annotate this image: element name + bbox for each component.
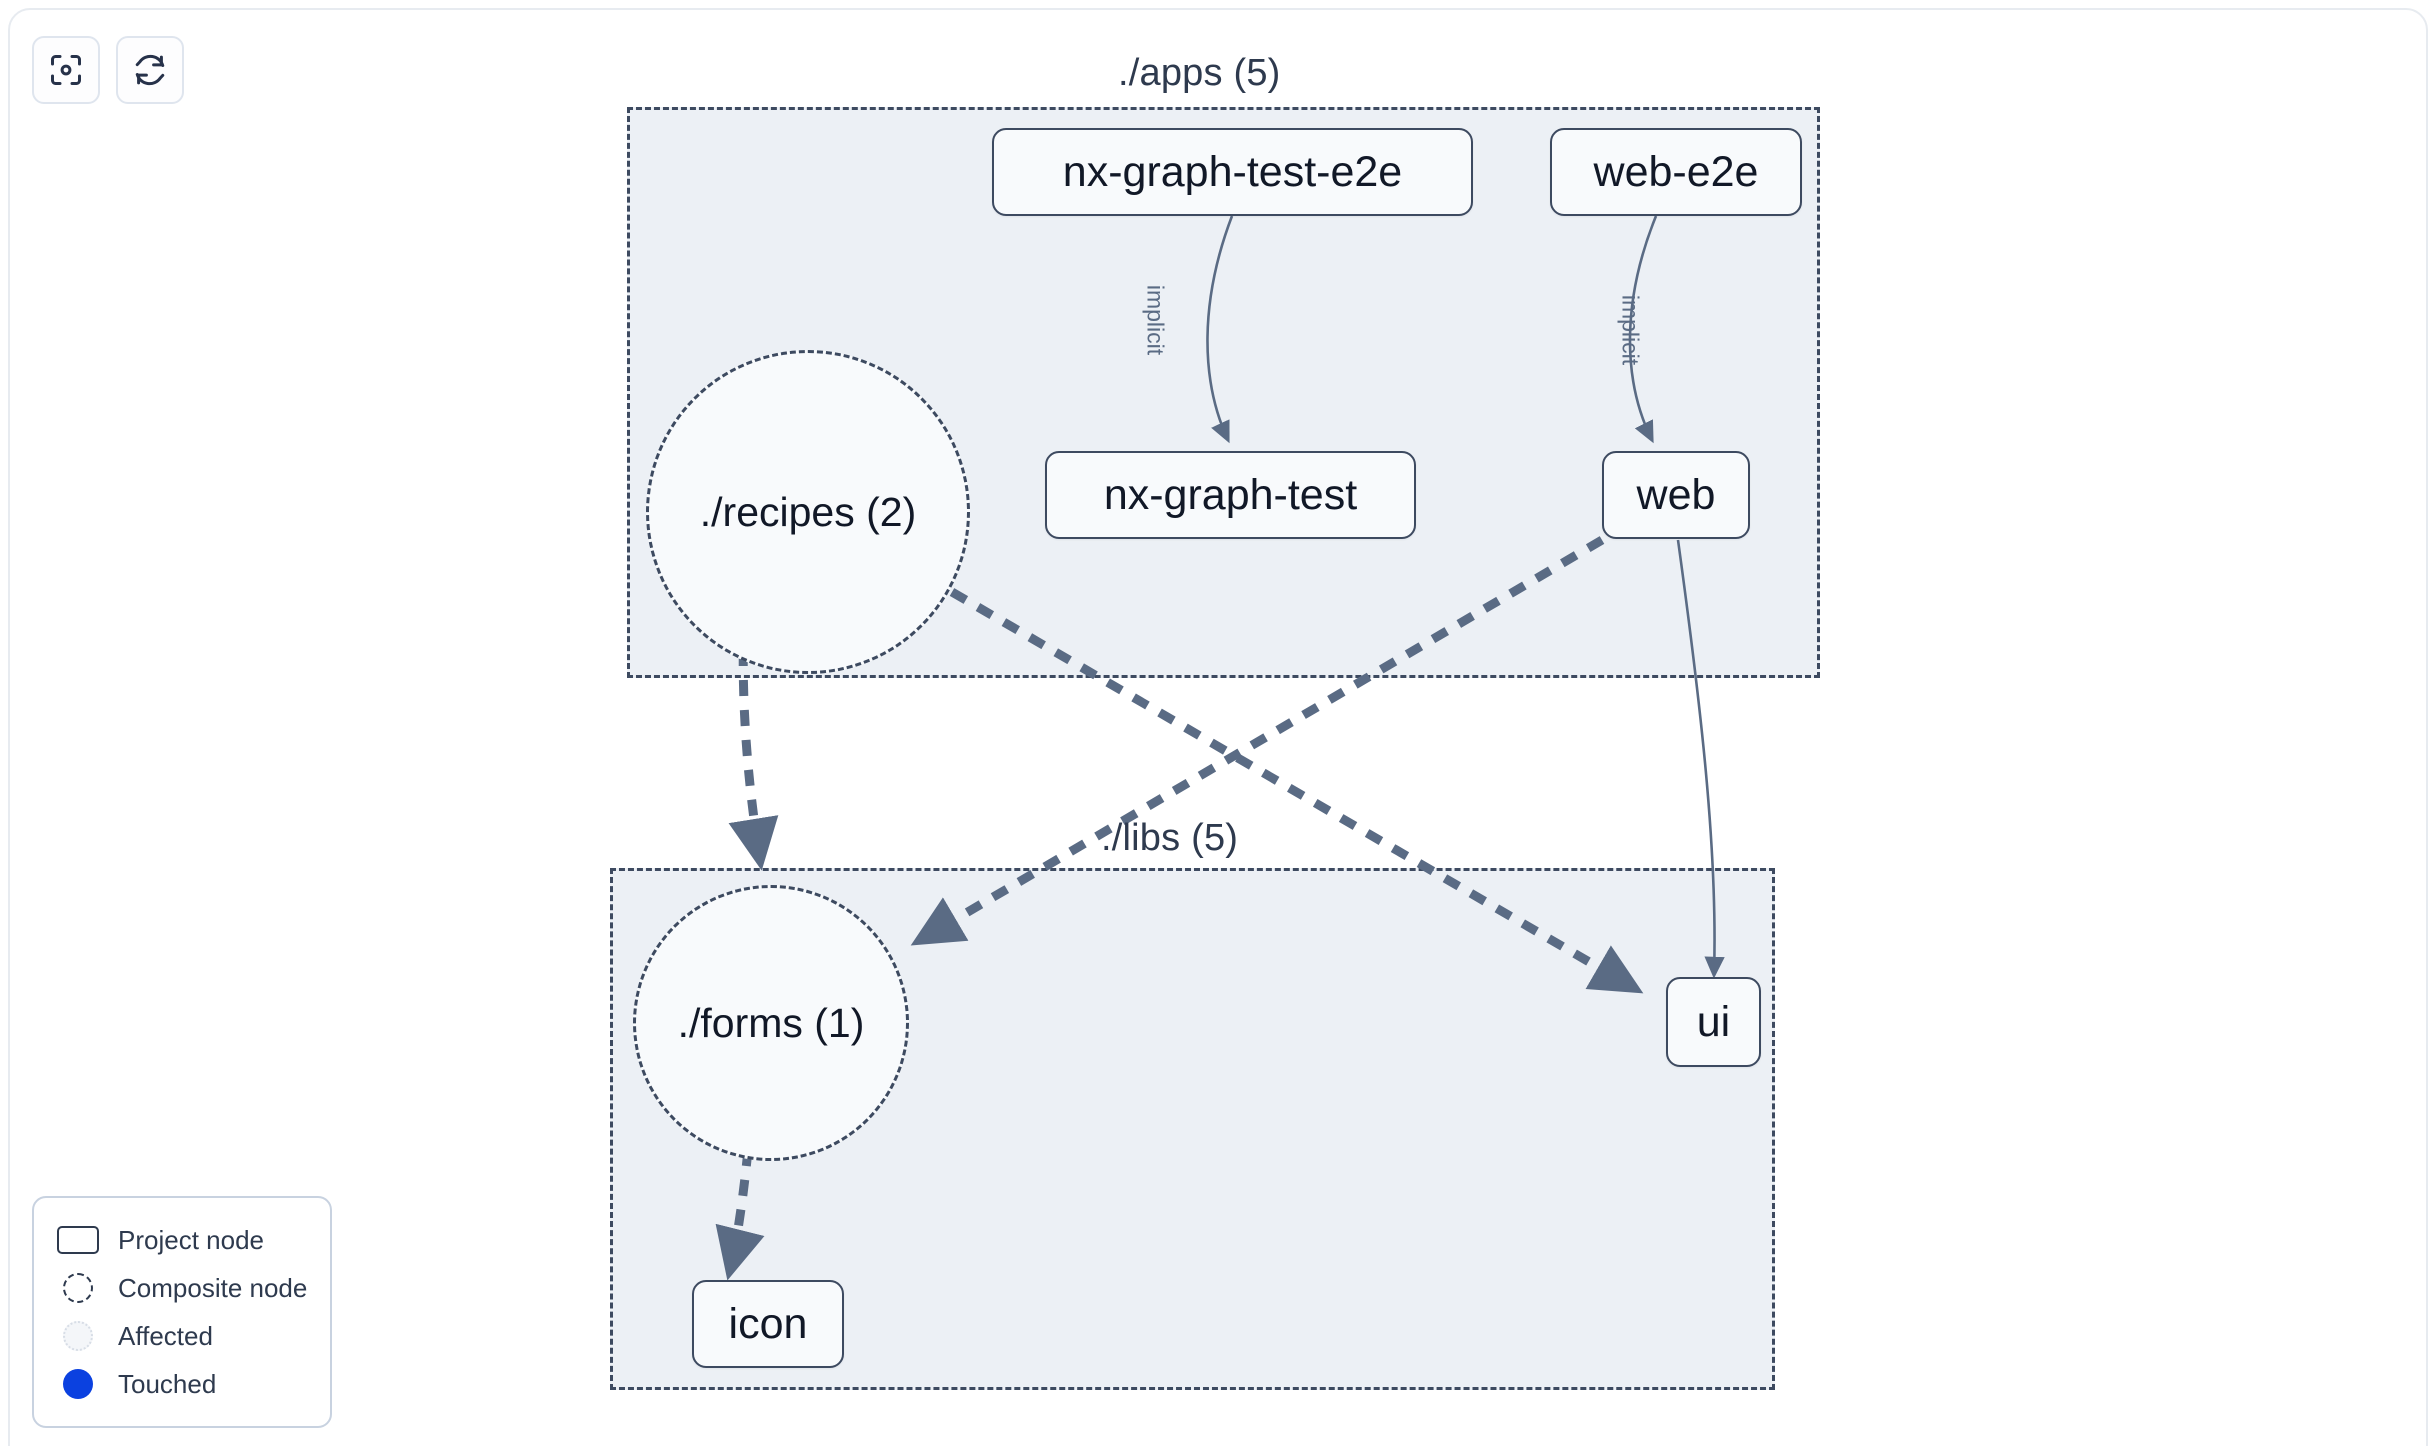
- project-node-ui[interactable]: ui: [1666, 977, 1761, 1067]
- refresh-graph-button[interactable]: [116, 36, 184, 104]
- project-node-nx-graph-test[interactable]: nx-graph-test: [1045, 451, 1416, 539]
- project-node-label: icon: [728, 1299, 808, 1348]
- legend-item-affected: Affected: [56, 1312, 310, 1360]
- focus-target-icon: [48, 52, 84, 88]
- focus-graph-button[interactable]: [32, 36, 100, 104]
- composite-node-recipes[interactable]: ./recipes (2): [646, 350, 970, 674]
- legend-item-label: Affected: [118, 1320, 213, 1351]
- legend-item-touched: Touched: [56, 1360, 310, 1408]
- legend-item-label: Touched: [118, 1368, 217, 1399]
- graph-toolbar: [32, 36, 184, 104]
- project-node-icon[interactable]: icon: [692, 1280, 844, 1368]
- composite-node-label: ./forms (1): [677, 999, 865, 1046]
- project-node-nx-graph-test-e2e[interactable]: nx-graph-test-e2e: [992, 128, 1473, 216]
- graph-legend: Project node Composite node Affected Tou…: [32, 1196, 332, 1428]
- project-node-label: nx-graph-test-e2e: [1062, 147, 1403, 196]
- project-node-label: web-e2e: [1593, 147, 1759, 196]
- project-node-label: nx-graph-test: [1103, 470, 1358, 519]
- legend-item-label: Composite node: [118, 1272, 308, 1303]
- composite-node-swatch-icon: [56, 1273, 100, 1303]
- legend-item-label: Project node: [118, 1224, 264, 1255]
- affected-swatch-icon: [56, 1321, 100, 1351]
- group-label-libs: ./libs (5): [1101, 817, 1239, 859]
- legend-item-project-node: Project node: [56, 1216, 310, 1264]
- project-node-web[interactable]: web: [1602, 451, 1750, 539]
- project-node-web-e2e[interactable]: web-e2e: [1550, 128, 1802, 216]
- refresh-icon: [132, 52, 168, 88]
- composite-node-label: ./recipes (2): [699, 488, 917, 535]
- legend-item-composite-node: Composite node: [56, 1264, 310, 1312]
- project-node-swatch-icon: [56, 1226, 100, 1254]
- project-node-label: web: [1636, 470, 1716, 519]
- group-label-apps: ./apps (5): [1118, 52, 1281, 94]
- composite-node-forms[interactable]: ./forms (1): [633, 885, 909, 1161]
- touched-swatch-icon: [56, 1369, 100, 1399]
- project-node-label: ui: [1696, 997, 1731, 1046]
